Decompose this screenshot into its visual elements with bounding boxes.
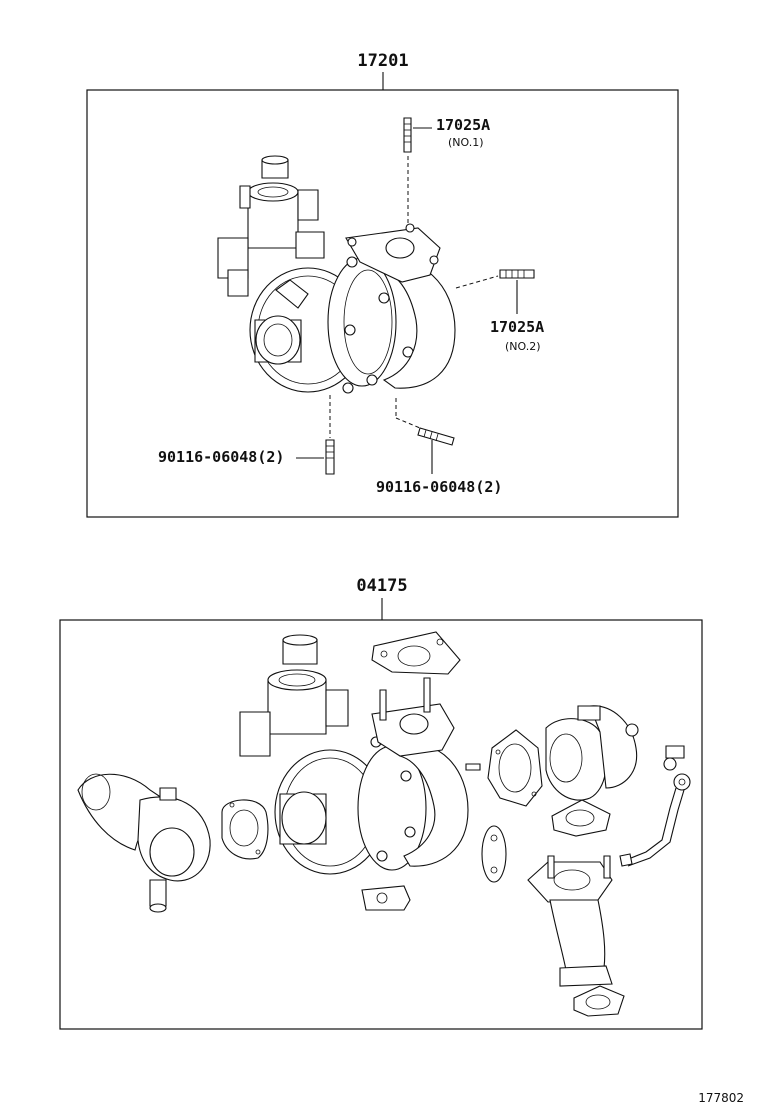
callout-note-no2: (NO.2) <box>505 340 541 353</box>
front-pipe-illustration[interactable] <box>527 855 613 987</box>
intake-elbow-illustration[interactable] <box>77 773 211 913</box>
callout-label-90116-06048-right[interactable]: 90116-06048(2) <box>376 478 502 496</box>
stud-90116-06048-right[interactable] <box>395 398 455 474</box>
stud-90116-06048-left[interactable] <box>296 395 335 475</box>
stud-17025a-no1[interactable] <box>403 117 432 225</box>
group-gasket-kit: 04175 <box>59 576 703 1030</box>
gasket-turbine-inlet[interactable] <box>371 631 461 675</box>
callout-label-17025a-no1[interactable]: 17025A <box>436 116 490 134</box>
gasket-turbine-outlet[interactable] <box>487 729 543 807</box>
gasket-front-pipe[interactable] <box>573 985 625 1017</box>
callout-note-no1: (NO.1) <box>448 136 484 149</box>
group-frame-04175 <box>59 619 703 1030</box>
group-frame-17201 <box>86 89 679 518</box>
figure-reference-number: 177802 <box>698 1091 744 1105</box>
group-turbocharger-assembly: 17201 <box>86 51 679 518</box>
callout-label-17025a-no2[interactable]: 17025A <box>490 318 544 336</box>
gasket-oil-drain[interactable] <box>361 885 411 911</box>
turbocharger-kit-illustration[interactable] <box>239 634 481 875</box>
turbocharger-illustration[interactable] <box>217 155 456 394</box>
gasket-compressor-outlet[interactable] <box>221 799 269 860</box>
gasket-oil-inlet[interactable] <box>481 825 507 883</box>
group-label-04175[interactable]: 04175 <box>356 576 407 596</box>
exhaust-elbow-illustration[interactable] <box>545 705 639 801</box>
stud-17025a-no2[interactable] <box>455 269 535 314</box>
callout-label-90116-06048-left[interactable]: 90116-06048(2) <box>158 448 284 466</box>
group-label-17201[interactable]: 17201 <box>357 51 408 71</box>
gasket-exhaust-flange[interactable] <box>551 799 611 837</box>
oil-pipe-illustration[interactable] <box>619 745 691 867</box>
